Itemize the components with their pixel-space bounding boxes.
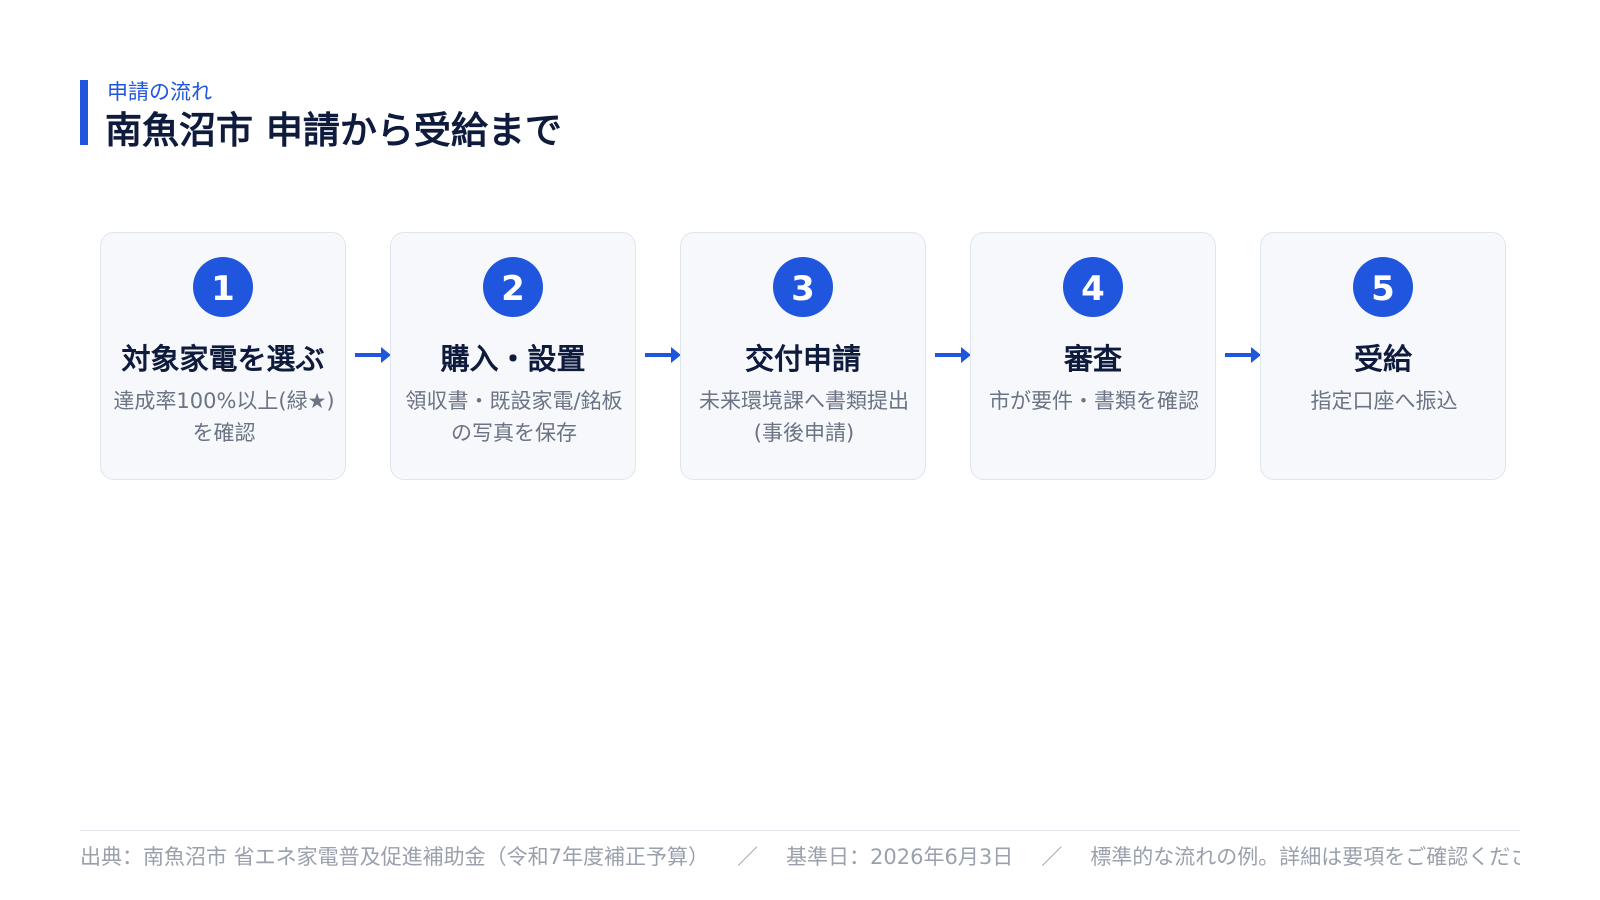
process-flow: 1 対象家電を選ぶ 達成率100%以上(緑★)を確認 2 購入・設置 領収書・既… [100,232,1506,480]
step-title: 交付申請 [744,342,861,376]
step-title: 審査 [1063,342,1122,376]
step-number-badge: 3 [773,257,833,317]
step-card-3: 3 交付申請 未来環境課へ書類提出(事後申請) [680,232,926,480]
step-number-badge: 4 [1063,257,1123,317]
step-number-badge: 2 [483,257,543,317]
step-title: 受給 [1353,342,1412,376]
step-card-1: 1 対象家電を選ぶ 達成率100%以上(緑★)を確認 [100,232,346,480]
step-title: 対象家電を選ぶ [121,342,325,376]
step-card-4: 4 審査 市が要件・書類を確認 [970,232,1216,480]
page-title: 南魚沼市 申請から受給まで [105,109,562,152]
arrow-right-icon [935,347,971,363]
step-number-badge: 5 [1353,257,1413,317]
footer-note: 標準的な流れの例。詳細は要項をご確認ください [1090,845,1520,869]
section-eyebrow: 申請の流れ [107,80,212,104]
step-description: 指定口座へ振込 [1310,389,1458,413]
step-card-2: 2 購入・設置 領収書・既設家電/銘板の写真を保存 [390,232,636,480]
title-accent-bar [80,80,88,145]
step-title: 購入・設置 [440,342,586,376]
step-card-5: 5 受給 指定口座へ振込 [1260,232,1506,480]
step-number-badge: 1 [193,257,253,317]
footer-notes: 出典：南魚沼市 省エネ家電普及促進補助金（令和7年度補正予算） ／ 基準日：2026… [80,843,1520,871]
arrow-right-icon [1225,347,1261,363]
footer-reference-date: 基準日：2026年6月3日 [786,845,1014,869]
arrow-right-icon [645,347,681,363]
step-description: 達成率100%以上(緑★)を確認 [113,389,335,445]
footer-divider [80,830,1520,831]
arrow-right-icon [355,347,391,363]
footer-source: 出典：南魚沼市 省エネ家電普及促進補助金（令和7年度補正予算） [80,845,710,869]
footer-separator: ／ [1041,845,1063,869]
step-description: 市が要件・書類を確認 [989,389,1199,413]
footer-separator: ／ [737,845,759,869]
step-description: 領収書・既設家電/銘板の写真を保存 [405,389,623,445]
step-description: 未来環境課へ書類提出(事後申請) [699,389,909,445]
